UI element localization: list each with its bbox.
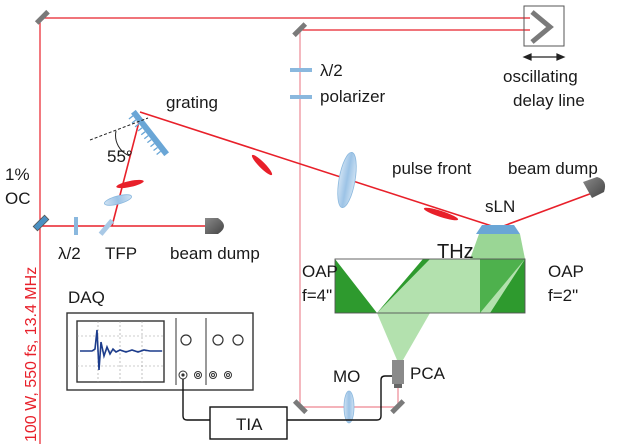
sln-crystal [476, 225, 520, 234]
label-lambda-half-top: λ/2 [320, 61, 343, 80]
label-beam-dump-right: beam dump [508, 159, 598, 178]
label-oscillating: oscillating [503, 67, 578, 86]
beam-dump-left-icon [205, 218, 224, 234]
thin-film-polarizer [98, 218, 115, 236]
grating [128, 109, 169, 157]
knob-3[interactable] [232, 334, 244, 346]
label-thz: THz [437, 241, 474, 263]
label-oap-right: OAP [548, 262, 584, 281]
knob-2[interactable] [212, 334, 224, 346]
label-oap-left-f: f=4" [302, 286, 332, 305]
polarizer-top [290, 95, 312, 99]
label-polarizer: polarizer [320, 87, 386, 106]
label-lambda-half-left: λ/2 [58, 244, 81, 263]
oap-mirror-left [377, 259, 430, 313]
label-pca: PCA [410, 364, 446, 383]
double-arrow-icon [522, 53, 566, 61]
tia-box[interactable] [209, 406, 288, 440]
label-oap-left: OAP [302, 262, 338, 281]
pump-beam [40, 111, 596, 229]
oap-mirror-right-b [480, 259, 525, 313]
delay-line-box[interactable] [523, 5, 565, 47]
label-angle: 55° [107, 147, 133, 166]
label-grating: grating [166, 93, 218, 112]
label-delay-line: delay line [513, 91, 585, 110]
label-tia: TIA [236, 415, 263, 434]
waveform-trace [80, 329, 162, 371]
microscope-objective [343, 390, 355, 424]
label-oap-right-f: f=2" [548, 286, 578, 305]
mirror-bottom-left [292, 399, 308, 415]
mirror-bottom-right [390, 399, 406, 415]
oap-mirror-left-b [335, 259, 377, 313]
signal-cables [182, 375, 392, 421]
angle-indicator [89, 117, 149, 157]
pulse-marker-1 [116, 179, 144, 189]
oap-mirror-right [490, 259, 525, 313]
label-sln: sLN [485, 197, 515, 216]
pca-detector [392, 360, 404, 388]
pulse-marker-2 [251, 154, 273, 176]
oap-enclosure [334, 258, 526, 314]
output-coupler [32, 214, 50, 232]
cylindrical-lens-small [104, 194, 132, 206]
label-laser-spec: 100 W, 550 fs, 13.4 MHz [23, 267, 40, 442]
outer-beam-loop [39, 17, 530, 444]
knob-1[interactable] [180, 334, 192, 346]
label-mo: MO [333, 367, 360, 386]
mirror-top-mid [292, 22, 308, 38]
label-beam-dump-left: beam dump [170, 244, 260, 263]
waveplate-top [290, 68, 312, 72]
beam-dump-right-icon [583, 177, 606, 198]
cylindrical-lens-large [337, 151, 357, 209]
label-daq: DAQ [68, 288, 105, 307]
label-oc: OC [5, 189, 31, 208]
label-tfp: TFP [105, 244, 137, 263]
daq-oscilloscope[interactable] [66, 312, 254, 391]
waveplate-left [74, 217, 78, 235]
label-pulse-front: pulse front [392, 159, 472, 178]
label-one-percent: 1% [5, 165, 30, 184]
pulse-marker-3 [423, 207, 459, 221]
mirror-top-left [34, 9, 50, 25]
